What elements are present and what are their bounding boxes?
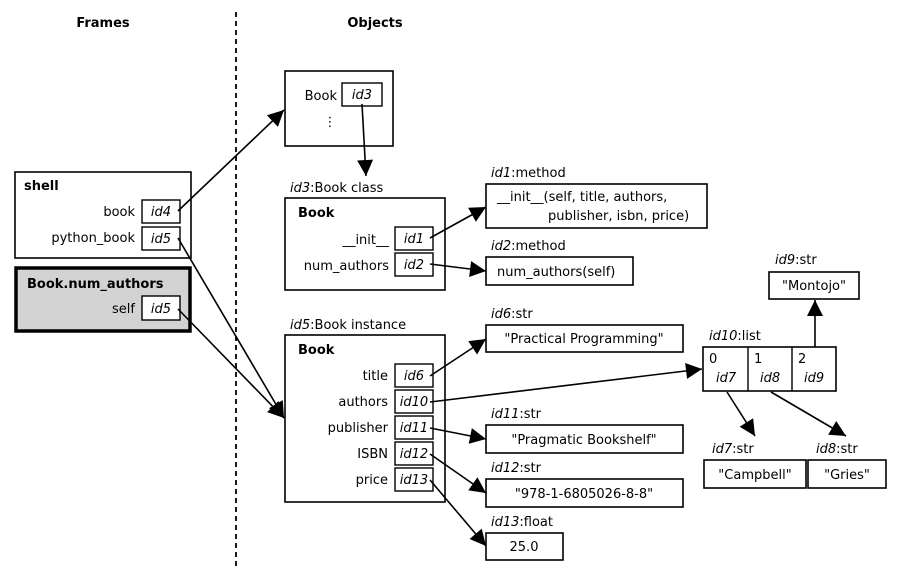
attr-ref: id12 xyxy=(400,447,428,462)
attr-name: publisher xyxy=(328,421,389,436)
attr-name: title xyxy=(363,369,388,384)
arrow-price-to-id13 xyxy=(429,479,487,547)
arrow-book-to-id4 xyxy=(177,109,285,212)
object-id2-method: id2:method num_authors(self) xyxy=(485,239,634,286)
object-label: id13:float xyxy=(491,515,553,530)
arrow-init-to-id1 xyxy=(429,206,487,239)
arrow-list0-to-id7 xyxy=(726,391,756,437)
object-label: id1:method xyxy=(491,166,566,181)
object-label: id12:str xyxy=(491,461,542,476)
attr-ref: id1 xyxy=(404,232,424,247)
str-value: "Campbell" xyxy=(718,468,791,483)
objects-header: Objects xyxy=(347,16,403,31)
var-name: self xyxy=(112,302,135,317)
float-value: 25.0 xyxy=(510,540,539,555)
str-value: "Montojo" xyxy=(782,279,846,294)
frame-book-num-authors: Book.num_authors self id5 xyxy=(14,266,192,333)
instance-title: Book xyxy=(298,343,335,358)
str-value: "Pragmatic Bookshelf" xyxy=(511,433,656,448)
attr-ref: id10 xyxy=(400,395,428,410)
attr-name: ISBN xyxy=(357,447,388,462)
object-id7-str: id7:str "Campbell" xyxy=(703,442,807,489)
frames-header: Frames xyxy=(76,16,130,31)
list-ref: id8 xyxy=(760,371,780,386)
attr-name: __init__ xyxy=(341,233,389,248)
list-index: 2 xyxy=(798,352,806,367)
attr-name: price xyxy=(356,473,388,488)
object-id5-book-instance: id5:Book instance Book title id6 authors… xyxy=(284,318,446,503)
object-id11-str: id11:str "Pragmatic Bookshelf" xyxy=(485,407,684,454)
attr-ref: id3 xyxy=(352,88,372,103)
arrow-num-authors-to-id2 xyxy=(429,261,487,277)
attr-ref: id2 xyxy=(404,258,424,273)
ellipsis: ⋮ xyxy=(324,115,337,130)
object-id4-module: id4:module Book id3 ⋮ xyxy=(284,70,394,147)
object-label: id10:list xyxy=(709,329,761,344)
arrow-python-book-to-id5 xyxy=(177,237,285,419)
object-id12-str: id12:str "978-1-6805026-8-8" xyxy=(485,461,684,508)
arrow-list1-to-id8 xyxy=(770,391,847,437)
arrow-self-to-id5 xyxy=(177,308,285,419)
attr-ref: id11 xyxy=(400,421,428,436)
var-name: python_book xyxy=(51,231,135,246)
attr-name: authors xyxy=(338,395,388,410)
str-value: "Gries" xyxy=(824,468,870,483)
arrow-title-to-id6 xyxy=(429,338,487,377)
attr-name: Book xyxy=(305,89,338,104)
method-signature: num_authors(self) xyxy=(497,265,615,280)
class-title: Book xyxy=(298,206,335,221)
object-id8-str: id8:str "Gries" xyxy=(807,442,887,489)
reference-arrows xyxy=(177,103,847,547)
frame-title: shell xyxy=(24,179,59,194)
arrow-publisher-to-id11 xyxy=(429,427,487,444)
object-label: id6:str xyxy=(491,307,533,322)
arrow-book-to-id3 xyxy=(357,103,374,177)
str-value: "Practical Programming" xyxy=(504,332,663,347)
object-label: id5:Book instance xyxy=(290,318,406,333)
object-label: id11:str xyxy=(491,407,542,422)
object-label: id8:str xyxy=(816,442,858,457)
object-label: id2:method xyxy=(491,239,566,254)
object-id3-book-class: id3:Book class Book __init__ id1 num_aut… xyxy=(284,181,446,291)
arrow-authors-to-id10 xyxy=(429,362,703,403)
frame-title: Book.num_authors xyxy=(27,277,164,292)
arrow-isbn-to-id12 xyxy=(429,453,487,494)
object-label: id3:Book class xyxy=(290,181,384,196)
object-id13-float: id13:float 25.0 xyxy=(485,515,564,561)
var-ref: id5 xyxy=(151,302,171,317)
method-signature-line2: publisher, isbn, price) xyxy=(548,209,689,224)
object-id1-method: id1:method __init__(self, title, authors… xyxy=(485,166,708,229)
str-value: "978-1-6805026-8-8" xyxy=(515,487,653,502)
attr-ref: id13 xyxy=(400,473,428,488)
list-index: 1 xyxy=(754,352,762,367)
attr-name: num_authors xyxy=(304,259,389,274)
list-ref: id9 xyxy=(804,371,824,386)
method-signature-line1: __init__(self, title, authors, xyxy=(496,190,667,205)
var-name: book xyxy=(103,205,135,220)
object-label: id7:str xyxy=(712,442,754,457)
object-label: id9:str xyxy=(775,253,817,268)
var-ref: id5 xyxy=(151,232,171,247)
frame-shell: shell book id4 python_book id5 xyxy=(14,171,192,259)
object-id10-list: id10:list 0 id7 1 id8 2 id9 xyxy=(702,329,837,392)
object-id6-str: id6:str "Practical Programming" xyxy=(485,307,684,353)
list-index: 0 xyxy=(709,352,717,367)
var-ref: id4 xyxy=(151,205,171,220)
object-id9-str: id9:str "Montojo" xyxy=(768,253,860,300)
list-ref: id7 xyxy=(716,371,737,386)
attr-ref: id6 xyxy=(404,369,424,384)
